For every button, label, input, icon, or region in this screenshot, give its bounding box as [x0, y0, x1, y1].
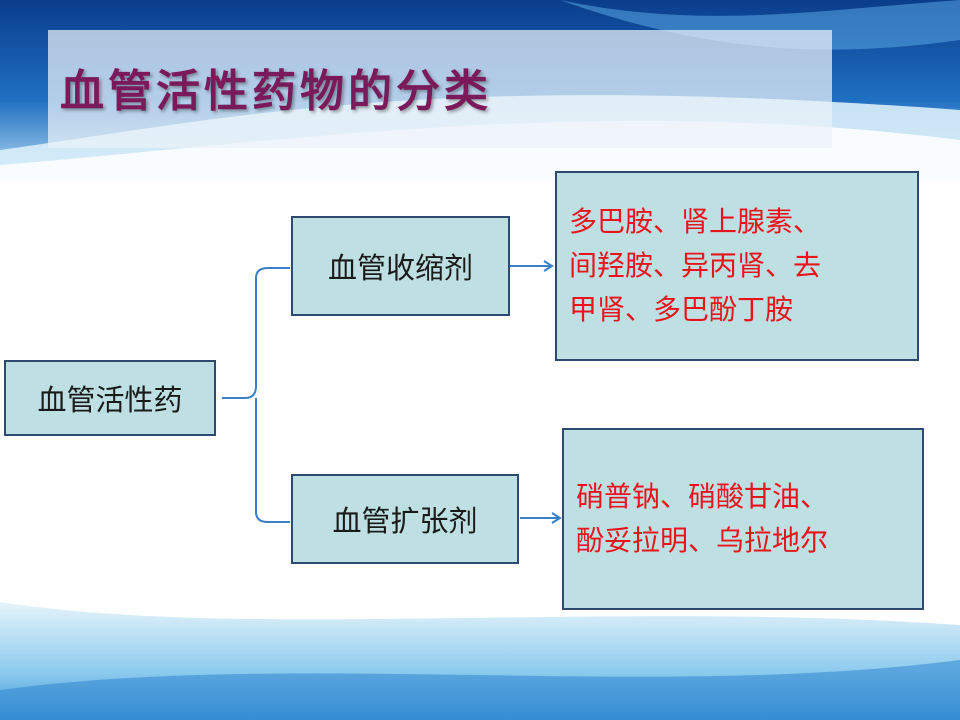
bracket-connector	[222, 267, 290, 399]
bracket-connector-lower	[255, 398, 290, 523]
root-node-label: 血管活性药	[37, 383, 183, 417]
example-line: 甲肾、多巴酚丁胺	[569, 293, 794, 326]
vasoconstrictor-examples: 多巴胺、肾上腺素、 间羟胺、异丙肾、去 甲肾、多巴酚丁胺	[555, 171, 919, 361]
example-line: 酚妥拉明、乌拉地尔	[576, 524, 829, 557]
vasoconstrictor-node: 血管收缩剂	[291, 216, 510, 316]
slide-title: 血管活性药物的分类	[60, 66, 492, 117]
root-node: 血管活性药	[4, 360, 216, 436]
vasodilator-node: 血管扩张剂	[291, 474, 519, 564]
vasodilator-label: 血管扩张剂	[332, 504, 478, 538]
example-line: 多巴胺、肾上腺素、	[569, 205, 822, 238]
example-line: 硝普钠、硝酸甘油、	[576, 480, 829, 513]
vasoconstrictor-label: 血管收缩剂	[327, 251, 473, 285]
title-panel	[48, 30, 832, 148]
vasodilator-examples: 硝普钠、硝酸甘油、 酚妥拉明、乌拉地尔	[562, 428, 924, 610]
example-line: 间羟胺、异丙肾、去	[569, 249, 822, 282]
arrow-to-vasoconstrictor-list	[510, 260, 554, 272]
arrow-to-vasodilator-list	[520, 512, 562, 524]
